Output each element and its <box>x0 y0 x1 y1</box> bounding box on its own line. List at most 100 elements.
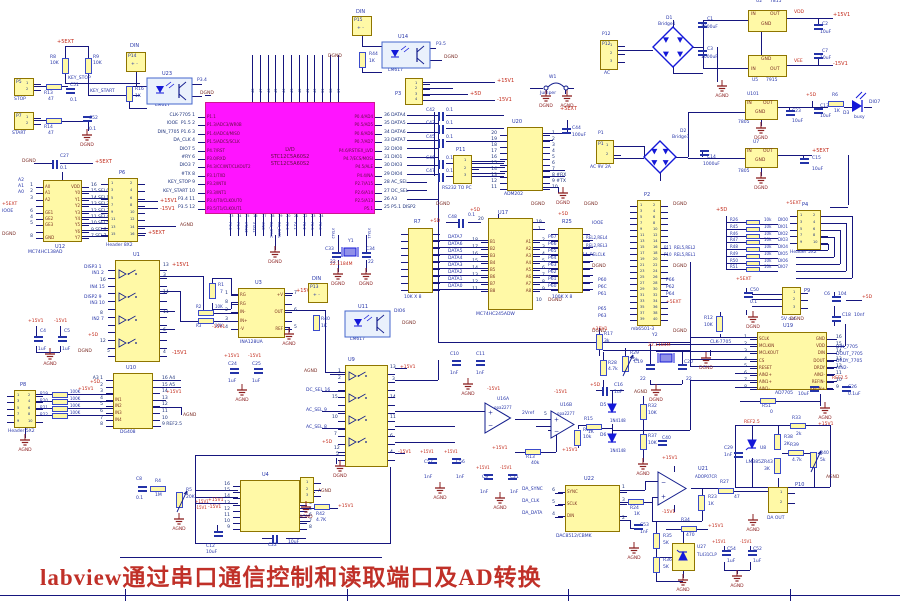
capacitor <box>562 132 571 134</box>
wire <box>827 388 833 389</box>
potentiometer-arrow <box>622 354 634 377</box>
net-label: R9 <box>93 55 99 60</box>
wire <box>330 508 338 509</box>
capacitor <box>462 219 464 228</box>
capacitor <box>138 486 147 488</box>
pin-number: 2 <box>130 181 133 185</box>
wire <box>395 426 455 427</box>
net-label: -15V1 <box>497 97 512 103</box>
wire <box>515 452 525 453</box>
net-label: A1 <box>18 184 24 189</box>
resistor <box>681 526 697 532</box>
net-label: -15V1 <box>195 505 207 510</box>
net-label: P8 <box>20 382 27 388</box>
wire <box>543 170 565 171</box>
wire <box>68 401 113 402</box>
net-label: +5D <box>862 295 873 300</box>
net-label: -15V1 <box>662 510 676 515</box>
net-label: DGND <box>673 264 687 269</box>
wire <box>778 107 828 108</box>
capacitor <box>722 554 731 556</box>
pin-stub <box>583 283 590 284</box>
net-label: LM385Z <box>746 460 765 465</box>
net-label: +5D <box>590 383 601 388</box>
net-label: DGND <box>673 329 687 334</box>
net-label: 13 SEL2 <box>91 202 110 208</box>
pin-number: 1 <box>26 115 29 119</box>
pin-stub <box>801 300 808 302</box>
net-label: -15V1 <box>740 539 752 544</box>
wire <box>676 157 688 158</box>
capacitor <box>214 531 223 533</box>
pin-stub <box>153 393 160 395</box>
net-label: DIN <box>130 43 140 49</box>
pin-stub <box>472 161 479 162</box>
pin-stub <box>750 346 757 348</box>
wire <box>717 47 718 82</box>
pin-stub <box>790 222 797 224</box>
wire <box>612 390 613 404</box>
wire <box>656 351 757 352</box>
wire <box>300 508 314 509</box>
net-label: 18 <box>270 214 275 218</box>
capacitor <box>438 139 440 148</box>
net-label: C46 <box>426 156 435 161</box>
net-label: 2 <box>338 376 341 381</box>
pin-number: 5 <box>17 405 20 410</box>
net-label: 13 <box>229 214 234 218</box>
ground-agnd: AGND <box>18 434 32 453</box>
capacitor <box>814 24 823 26</box>
wire <box>195 543 391 544</box>
resistor <box>746 247 760 252</box>
wire <box>778 155 812 156</box>
net-label: +5D <box>806 93 817 98</box>
net-label: 30 DIO3 <box>384 163 403 169</box>
pin-stub <box>375 201 382 202</box>
net-label: C50 <box>750 288 759 293</box>
net-label: REFIN- <box>811 379 825 385</box>
pin-number: 5 <box>111 195 114 200</box>
pin-stub <box>198 159 205 160</box>
wire <box>533 222 545 223</box>
wire <box>652 521 702 522</box>
pin-number: 4 <box>653 209 656 213</box>
net-label: 1N4148 <box>610 448 626 453</box>
resistor <box>209 283 216 299</box>
net-label: 5V out <box>781 317 796 322</box>
wire <box>472 161 505 162</box>
capacitor <box>748 550 757 552</box>
pin-stub <box>481 277 488 278</box>
net-label: busy <box>854 115 865 120</box>
net-label: 4.7K <box>316 518 327 523</box>
pin-stub <box>543 147 550 148</box>
net-label: 8 <box>100 422 103 428</box>
wire <box>652 502 653 521</box>
net-label: MCLKIN <box>759 343 775 349</box>
pin-stub <box>661 278 668 279</box>
pin-tick <box>246 214 248 236</box>
net-label: R7 <box>414 219 421 225</box>
net-label: 104 <box>838 292 847 297</box>
pin-stub <box>160 340 167 342</box>
wire <box>543 133 562 134</box>
net-label: R39 <box>790 443 799 448</box>
wire <box>25 428 26 438</box>
connector-ref: P1 <box>598 142 604 147</box>
wire <box>555 517 563 518</box>
pin-stub <box>401 241 408 242</box>
net-label: P3.4 11 <box>177 197 195 202</box>
net-label: R25 <box>562 219 572 225</box>
ground-dgnd: DGND <box>80 129 94 148</box>
wire <box>325 310 326 372</box>
pin-stub <box>106 386 113 388</box>
wire <box>82 204 108 205</box>
pin-stub <box>153 399 160 401</box>
capacitor <box>698 22 707 24</box>
net-label: P4 <box>802 202 809 208</box>
pin-stub <box>821 236 828 238</box>
pin-number: 2 <box>28 393 31 397</box>
net-label: P11 REL5,REL2 <box>664 245 696 250</box>
net-label: DGND <box>2 232 16 237</box>
net-label: +5EXT <box>736 277 752 282</box>
net-label: 7 <box>100 415 103 421</box>
